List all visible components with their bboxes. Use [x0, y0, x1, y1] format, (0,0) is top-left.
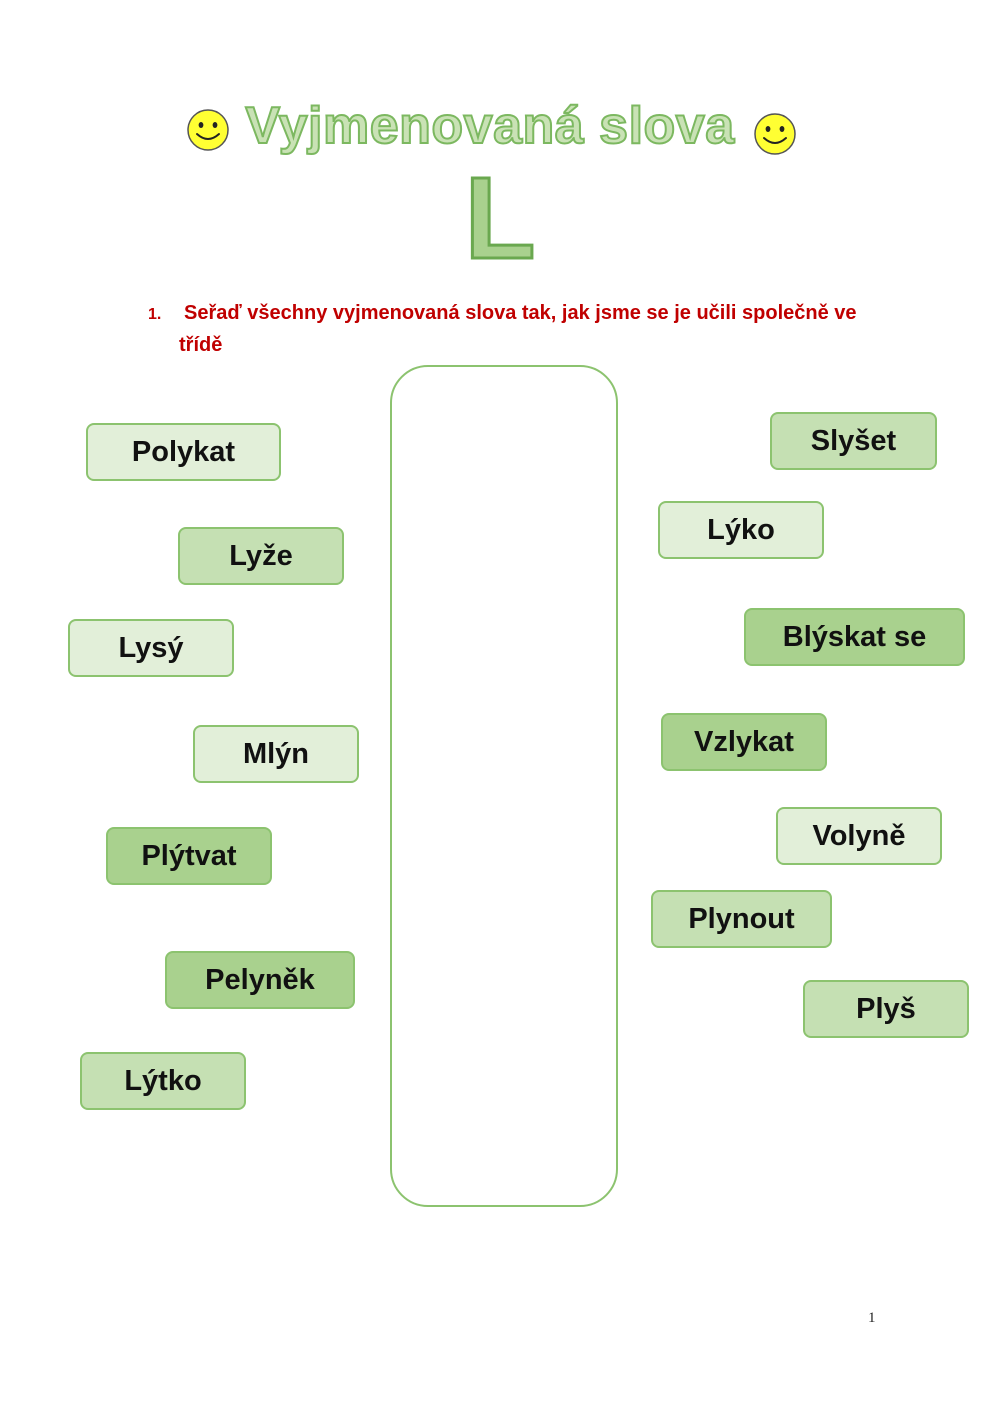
word-card-lyze[interactable]: Lyže	[178, 527, 344, 585]
smiley-face-icon	[187, 109, 229, 151]
word-card-lyko[interactable]: Lýko	[658, 501, 824, 559]
word-card-plynout[interactable]: Plynout	[651, 890, 832, 948]
letter-heading: L	[463, 153, 537, 283]
word-card-pelynek[interactable]: Pelyněk	[165, 951, 355, 1009]
answer-drop-zone[interactable]	[390, 365, 618, 1207]
word-card-volyne[interactable]: Volyně	[776, 807, 942, 865]
task-instruction: 1. Seřaď všechny vyjmenovaná slova tak, j…	[148, 298, 888, 361]
word-card-slyset[interactable]: Slyšet	[770, 412, 937, 470]
word-card-vzlykat[interactable]: Vzlykat	[661, 713, 827, 771]
task-text-line1: Seřaď všechny vyjmenovaná slova tak, jak…	[184, 302, 857, 324]
task-number: 1.	[148, 306, 162, 323]
word-card-lytko[interactable]: Lýtko	[80, 1052, 246, 1110]
smiley-face-icon	[754, 113, 796, 155]
word-card-plytvat[interactable]: Plýtvat	[106, 827, 272, 885]
word-card-mlyn[interactable]: Mlýn	[193, 725, 359, 783]
word-card-lysy[interactable]: Lysý	[68, 619, 234, 677]
word-card-polykat[interactable]: Polykat	[86, 423, 281, 481]
page-number: 1	[868, 1310, 876, 1326]
page-title: Vyjmenovaná slova	[244, 96, 735, 156]
word-card-blyskat-se[interactable]: Blýskat se	[744, 608, 965, 666]
task-text-line2: třídě	[179, 334, 223, 356]
title-row: Vyjmenovaná slova	[0, 92, 1000, 172]
word-card-plys[interactable]: Plyš	[803, 980, 969, 1038]
